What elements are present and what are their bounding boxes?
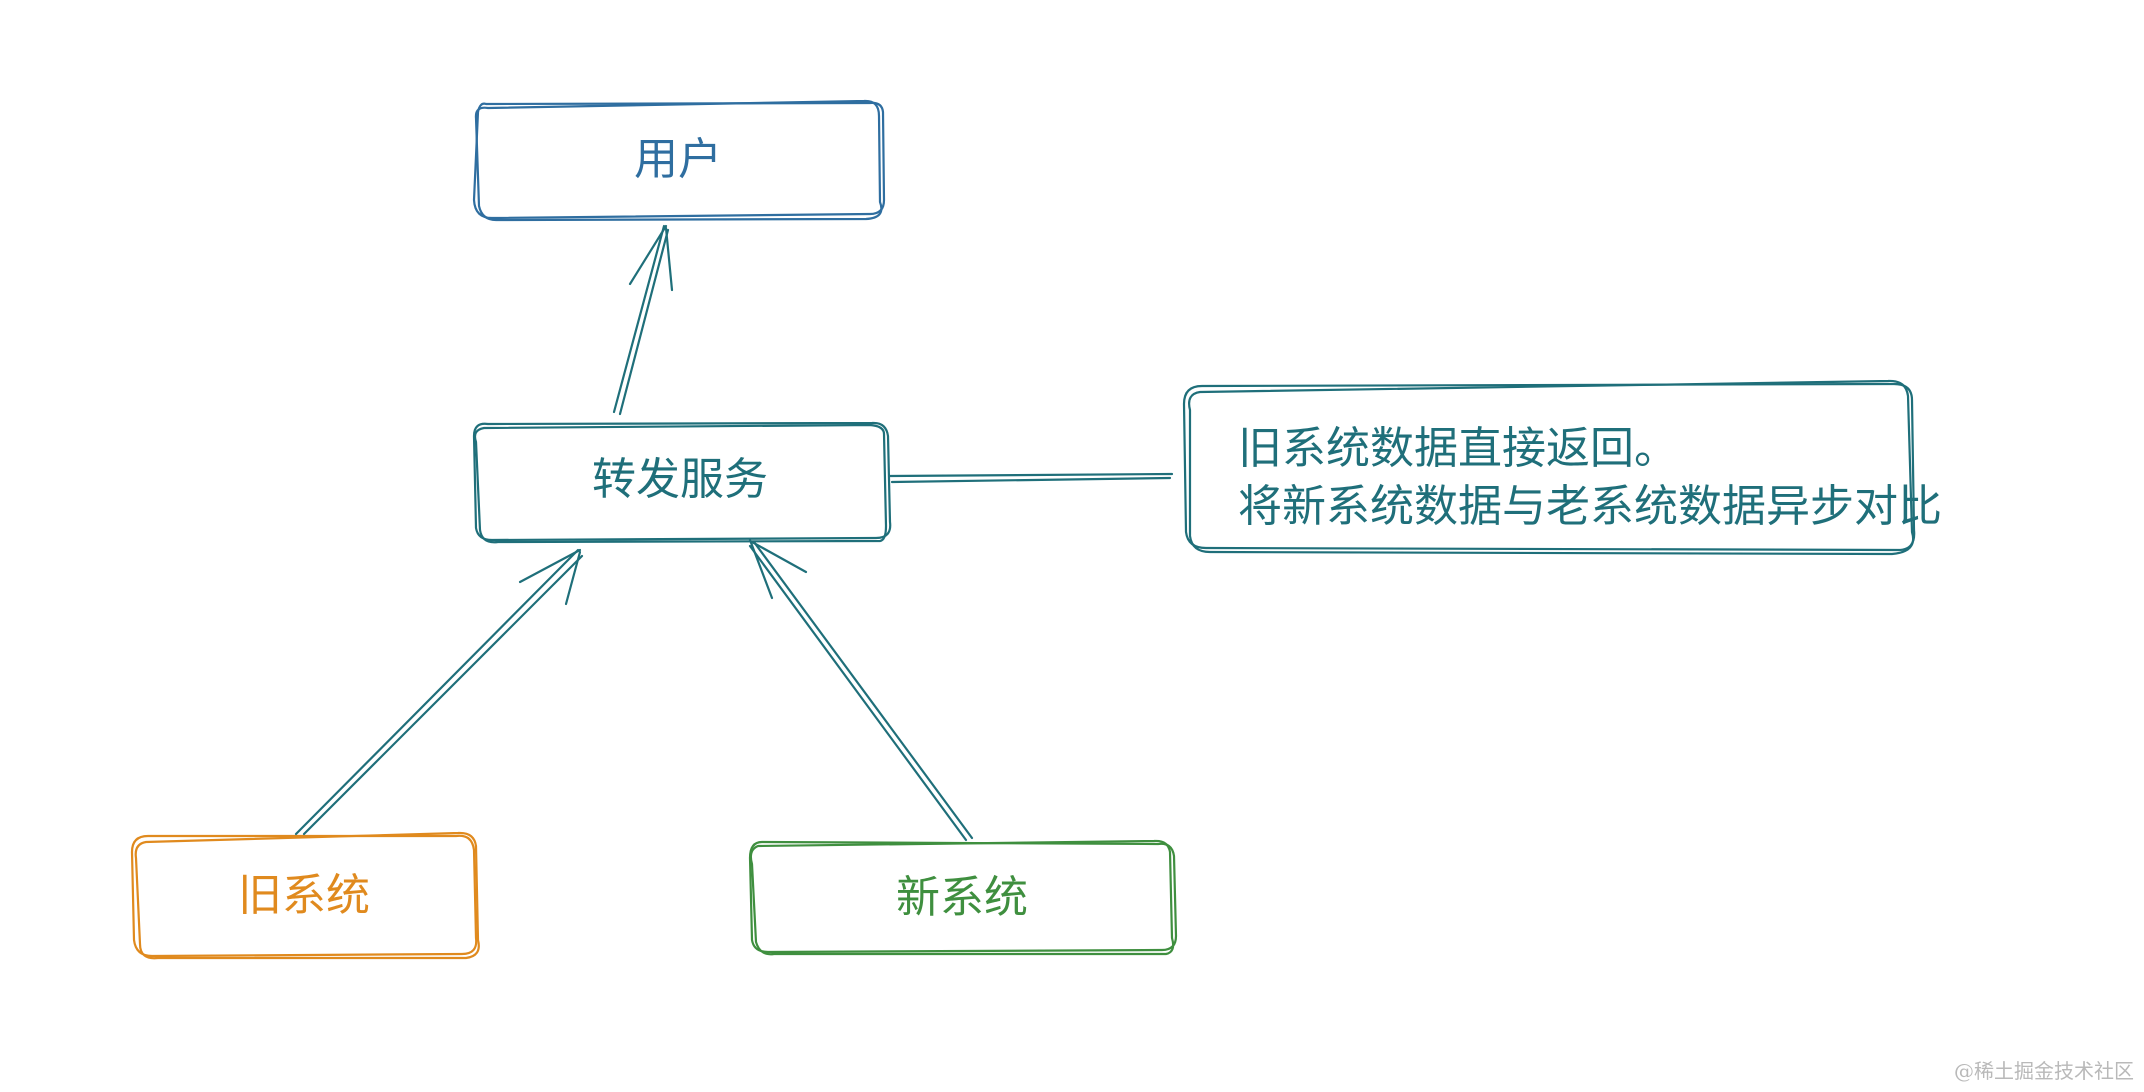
arrow-new-to-forward <box>748 538 974 842</box>
connector-forward-to-note <box>888 472 1174 484</box>
new-system-label: 新系统 <box>896 872 1028 923</box>
new-system-box <box>748 839 1178 956</box>
forward-service-label: 转发服务 <box>592 454 768 505</box>
old-system-box <box>130 831 480 960</box>
note-text: 旧系统数据直接返回。 将新系统数据与老系统数据异步对比 <box>1238 420 1942 536</box>
user-label: 用户 <box>634 134 722 185</box>
note-line-2: 将新系统数据与老系统数据异步对比 <box>1238 481 1942 532</box>
note-line-1: 旧系统数据直接返回。 <box>1238 423 1678 474</box>
old-system-label: 旧系统 <box>238 870 370 921</box>
arrow-old-to-forward <box>294 548 584 836</box>
forward-service-box <box>472 421 892 544</box>
watermark: @稀土掘金技术社区 <box>1954 1059 2134 1083</box>
arrow-forward-to-user <box>612 224 674 416</box>
note-box <box>1182 379 1916 556</box>
user-box <box>472 99 886 222</box>
